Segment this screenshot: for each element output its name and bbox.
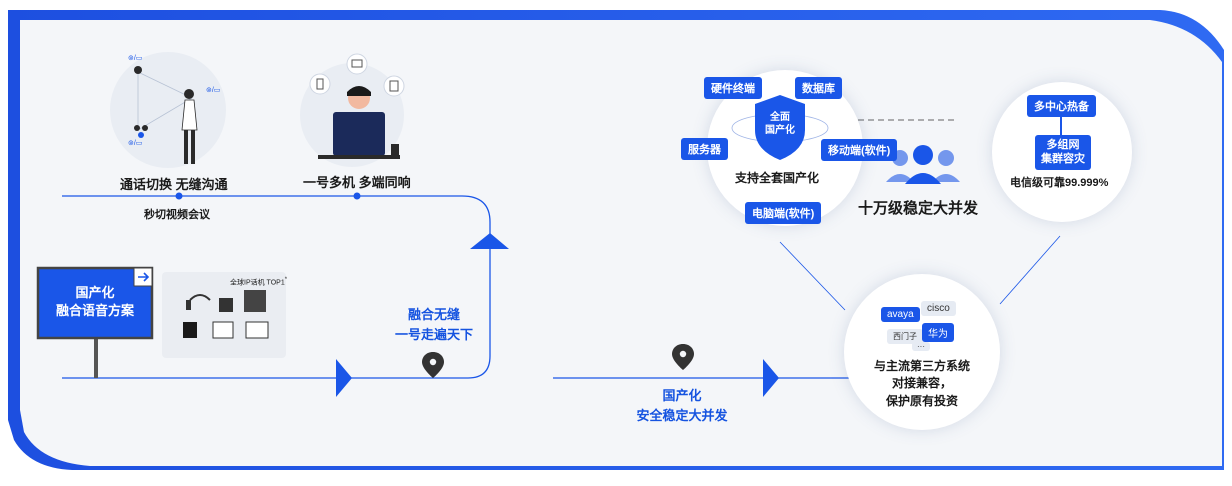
shield-text: 全面 国产化 — [755, 111, 805, 137]
products-badge-text: 全球IP话机 TOP1 — [230, 279, 285, 287]
products-card — [162, 272, 286, 358]
vendor-more: ··· — [912, 342, 930, 351]
right-arrow-1 — [336, 359, 352, 397]
seamless-line-1: 融合无缝 — [407, 307, 460, 322]
seamless-label: 融合无缝 一号走遍天下 — [384, 305, 484, 344]
seamless-line-2: 一号走遍天下 — [394, 326, 473, 342]
tag-mobile: 移动端(软件) — [821, 139, 898, 161]
multi-device-illustration — [300, 53, 405, 167]
vendor-huawei: 华为 — [922, 323, 954, 342]
domestic-caption: 支持全套国产化 — [735, 171, 820, 185]
tag-hot-standby: 多中心热备 — [1027, 95, 1096, 117]
disaster-caption: 电信级可靠99.999% — [1010, 177, 1109, 189]
phone-product-icons — [183, 290, 269, 339]
security-line-1: 国产化 — [662, 388, 702, 403]
compat-line-2: 对接兼容， — [891, 376, 952, 391]
right-arrow-2 — [763, 359, 779, 397]
solution-line-2: 融合语音方案 — [55, 302, 134, 318]
person-mini-icon: ⊚/▭ — [128, 140, 143, 147]
person-mini-icon: ⊚/▭ — [128, 55, 143, 62]
tag-cluster: 多组网 集群容灾 — [1035, 135, 1091, 170]
cluster-line-1: 多组网 — [1046, 139, 1080, 151]
flow-dot-2 — [353, 192, 361, 200]
products-badge-sup: * — [284, 277, 288, 283]
shield-line-2: 国产化 — [765, 125, 795, 136]
tag-hardware: 硬件终端 — [704, 77, 762, 99]
solution-sign-text: 国产化 融合语音方案 — [40, 284, 150, 319]
tag-arrow-connector — [1060, 115, 1062, 135]
shield-line-1: 全面 — [770, 112, 790, 123]
pin-icon-1 — [422, 352, 444, 378]
connector-left — [779, 241, 846, 311]
pin-icon-2 — [672, 344, 694, 370]
multi-device-caption: 一号多机 多端同响 — [303, 175, 411, 190]
tag-database: 数据库 — [795, 77, 842, 99]
compat-caption: 与主流第三方系统 对接兼容， 保护原有投资 — [862, 358, 982, 410]
solution-line-1: 国产化 — [75, 285, 115, 300]
solution-sign — [36, 266, 154, 378]
connector-right — [999, 235, 1061, 305]
person-mini-icon: ⊚/▭ — [206, 87, 221, 94]
vendor-siemens: 西门子 — [887, 329, 923, 344]
up-arrow — [470, 233, 509, 249]
flow-dot-1 — [175, 192, 183, 200]
compat-line-1: 与主流第三方系统 — [873, 359, 970, 373]
cluster-line-2: 集群容灾 — [1041, 153, 1085, 166]
concurrency-caption: 十万级稳定大并发 — [858, 200, 979, 217]
vendor-avaya: avaya — [881, 307, 920, 322]
flow-line-top — [62, 195, 491, 379]
tag-desktop: 电脑端(软件) — [745, 202, 822, 224]
tag-server: 服务器 — [681, 138, 728, 160]
compat-line-3: 保护原有投资 — [885, 393, 958, 408]
products-badge: 全球IP话机 TOP1* — [230, 277, 287, 287]
security-line-2: 安全稳定大并发 — [636, 407, 728, 423]
vendor-cisco: cisco — [921, 301, 956, 316]
video-conf-caption: 秒切视频会议 — [144, 209, 210, 221]
security-label: 国产化 安全稳定大并发 — [622, 386, 742, 425]
call-switch-caption: 通话切换 无缝沟通 — [120, 177, 228, 192]
shield-icon — [731, 95, 829, 160]
users-group-icon — [886, 145, 960, 184]
call-switch-illustration — [110, 52, 226, 168]
